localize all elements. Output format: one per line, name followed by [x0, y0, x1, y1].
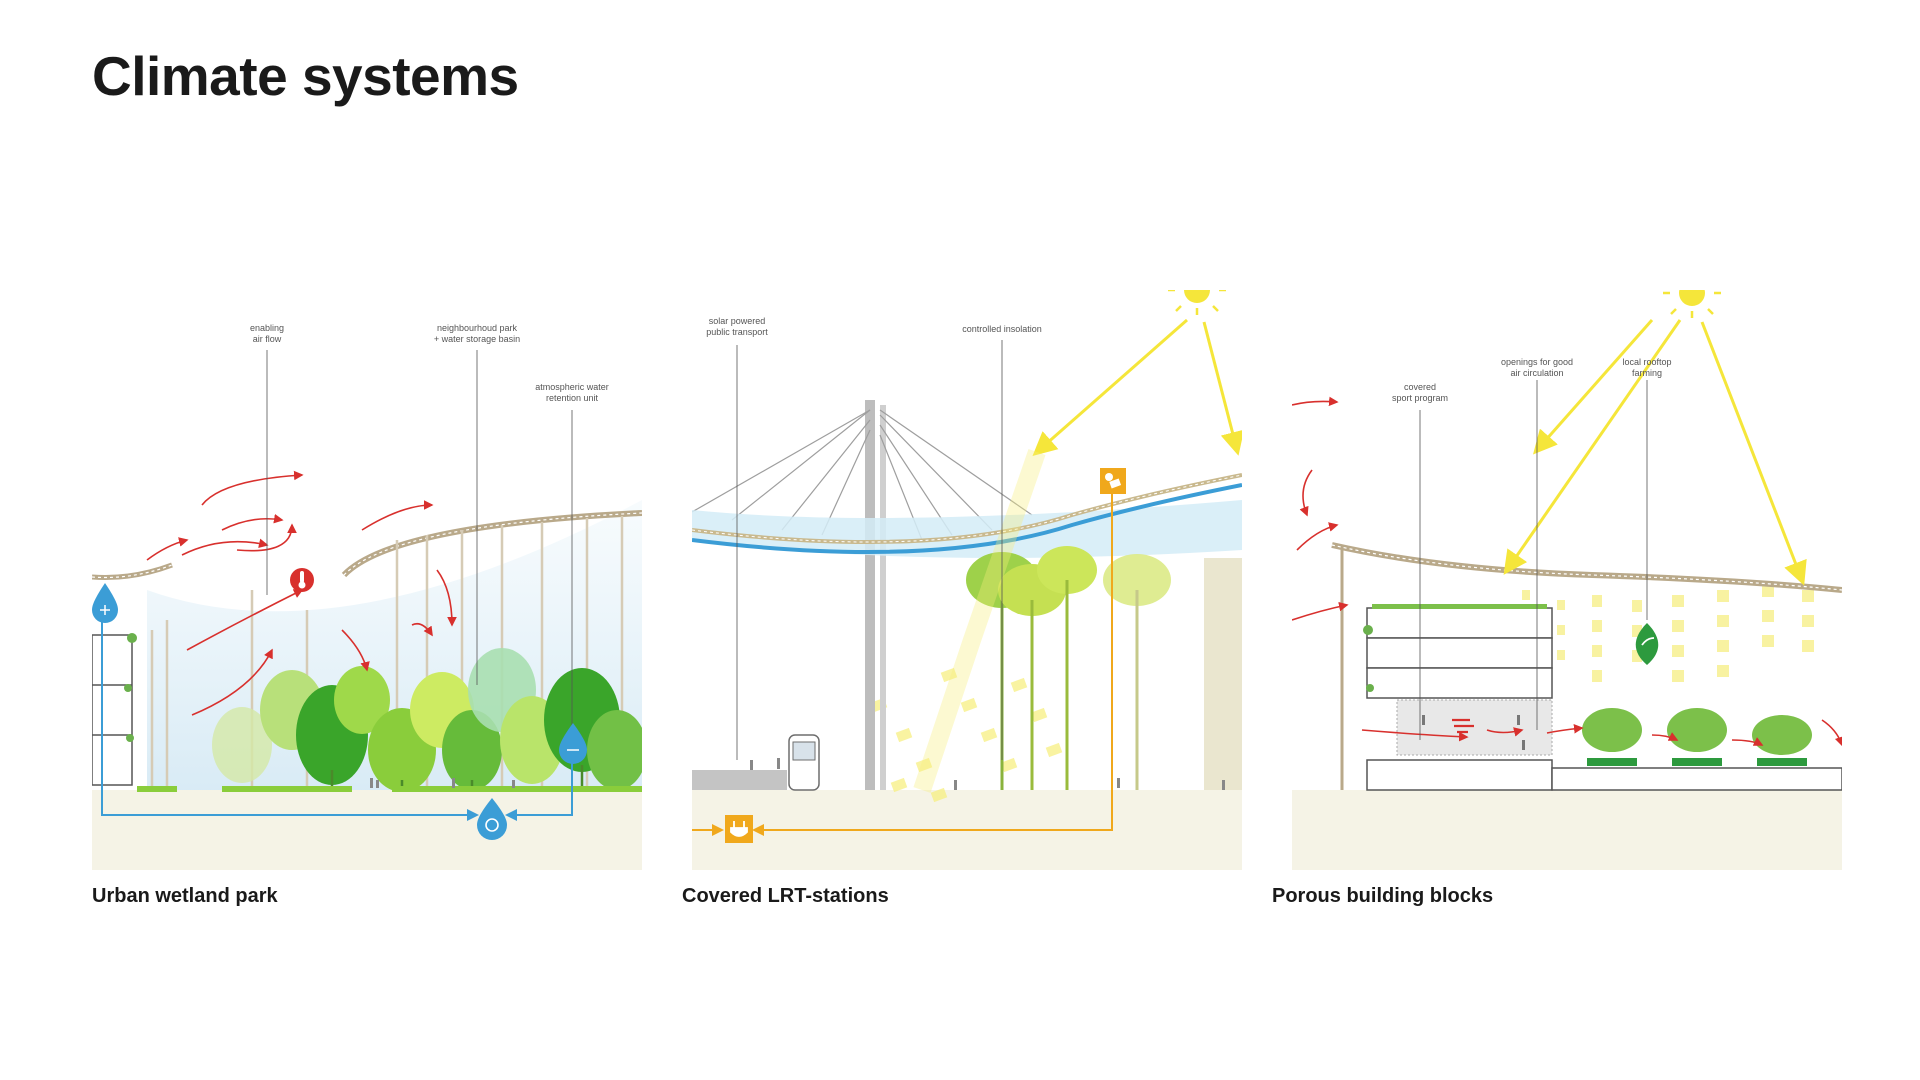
people [750, 758, 1225, 790]
air-flow-arrows [1292, 396, 1842, 747]
svg-text:farming: farming [1632, 368, 1662, 378]
caption-urban-wetland-park: Urban wetland park [92, 885, 278, 907]
covered-lrt-diagram: solar powered public transport controlle… [692, 290, 1242, 870]
panel-porous-building-blocks: covered sport program openings for good … [1272, 290, 1842, 907]
svg-text:neighbourhoud park: neighbourhoud park [437, 323, 518, 333]
svg-text:covered: covered [1404, 382, 1436, 392]
ground-greenery [137, 786, 642, 792]
people [370, 778, 515, 788]
people [1422, 715, 1525, 750]
tower [1204, 558, 1242, 790]
thermometer-icon [290, 568, 314, 592]
rooftop-farm [1582, 708, 1812, 766]
panel-urban-wetland-park: enabling air flow neighbourhoud park + w… [92, 290, 642, 907]
sun-rays [1503, 319, 1807, 586]
building-left [92, 633, 137, 786]
svg-text:sport program: sport program [1392, 393, 1448, 403]
labels: enabling air flow neighbourhoud park + w… [250, 323, 609, 403]
park-vegetation [212, 648, 642, 792]
sun-icon [1663, 290, 1721, 318]
power-plug-icon [725, 815, 753, 843]
caption-porous-building-blocks: Porous building blocks [1272, 885, 1494, 907]
wind-icon [1452, 718, 1474, 734]
svg-text:air circulation: air circulation [1510, 368, 1563, 378]
air-flow-arrows [146, 470, 457, 716]
svg-text:+ water storage basin: + water storage basin [434, 334, 520, 344]
caption-covered-lrt-stations: Covered LRT-stations [682, 885, 889, 907]
urban-wetland-diagram: enabling air flow neighbourhoud park + w… [92, 323, 642, 870]
page-title: Climate systems [92, 45, 519, 107]
panel-covered-lrt-stations: solar powered public transport controlle… [682, 290, 1242, 907]
svg-text:solar powered: solar powered [709, 316, 766, 326]
porous-blocks-diagram: covered sport program openings for good … [1292, 290, 1842, 870]
sun-rays [1032, 318, 1242, 456]
water-cycle-icon [477, 798, 507, 840]
svg-text:controlled insolation: controlled insolation [962, 324, 1042, 334]
solar-panel-icon [1100, 468, 1126, 494]
roof-canopy [1331, 542, 1842, 593]
ground [1292, 790, 1842, 870]
leaf-icon [1635, 623, 1659, 665]
insolation-patches [1522, 585, 1814, 682]
svg-text:openings for good: openings for good [1501, 357, 1573, 367]
svg-text:air flow: air flow [253, 334, 282, 344]
ground [92, 790, 642, 870]
bridge-pylon [692, 400, 1033, 790]
roof-left [92, 562, 173, 580]
labels: covered sport program openings for good … [1392, 357, 1672, 403]
svg-text:retention unit: retention unit [546, 393, 599, 403]
insolation-patches [870, 667, 1063, 803]
water-pipes [101, 612, 573, 821]
svg-text:local rooftop: local rooftop [1622, 357, 1671, 367]
building-block [1363, 604, 1842, 791]
water-drop-icon [92, 583, 118, 623]
platform [692, 770, 787, 790]
svg-text:enabling: enabling [250, 323, 284, 333]
energy-lines [692, 490, 1113, 836]
svg-text:public transport: public transport [706, 327, 768, 337]
lrt-train [788, 734, 820, 791]
svg-text:atmospheric water: atmospheric water [535, 382, 609, 392]
trees [966, 546, 1171, 790]
track-blue [692, 483, 1242, 554]
sun-icon [1168, 290, 1226, 315]
labels: solar powered public transport controlle… [706, 316, 1042, 337]
water-drop-icon [559, 723, 587, 764]
